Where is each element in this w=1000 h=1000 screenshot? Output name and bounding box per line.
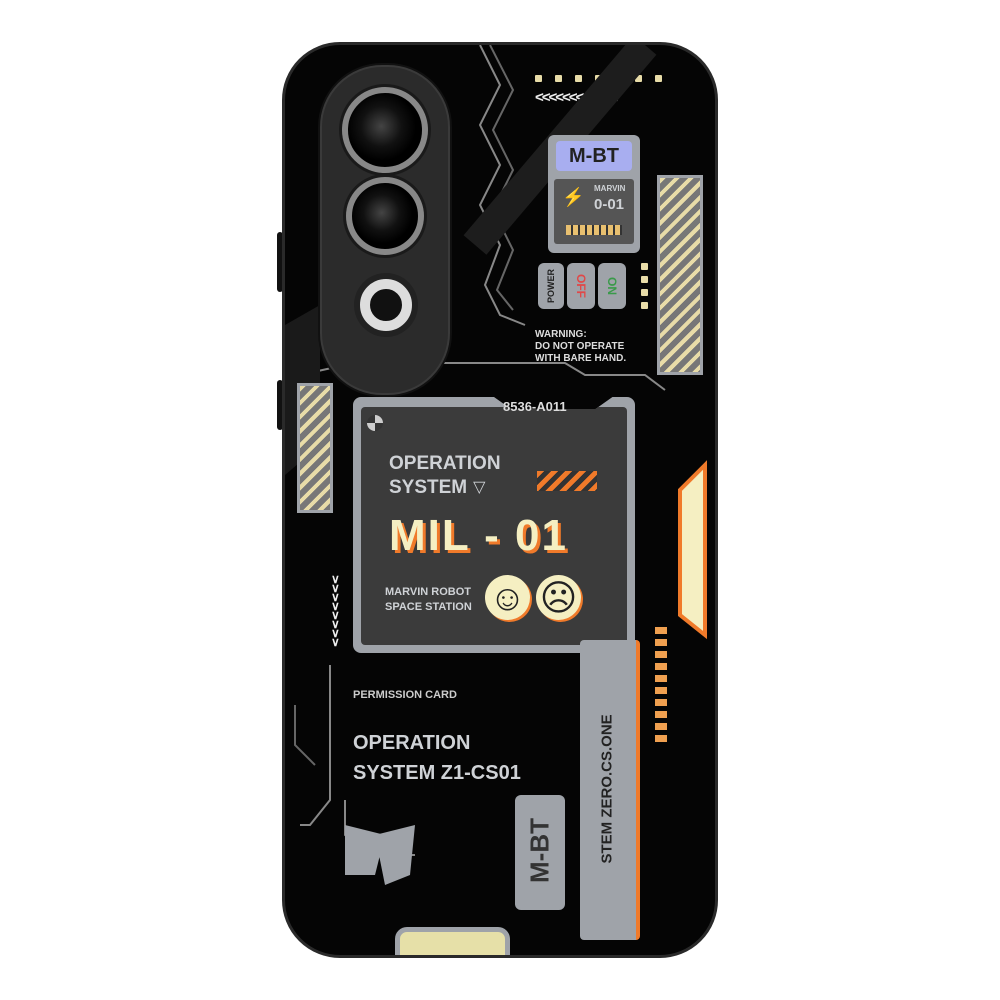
power-label-button[interactable]: POWER [538, 263, 564, 309]
card-contacts [566, 225, 622, 235]
panel-code: 8536-A011 [503, 399, 567, 414]
panel-station-line1: MARVIN ROBOT [385, 586, 471, 598]
permission-line2: SYSTEM Z1-CS01 [353, 762, 521, 784]
permission-label: PERMISSION CARD [353, 689, 457, 701]
panel-os-line1: OPERATION [389, 453, 501, 474]
on-switch[interactable]: ON [598, 263, 626, 309]
battery-card: M-BT ⚡ MARVIN 0-01 [548, 135, 640, 253]
triangle-logo-icon: ▽ [473, 479, 486, 496]
sad-face-icon: ☹ [536, 575, 581, 620]
permission-line1: OPERATION [353, 732, 471, 754]
lightning-shield-icon: ⚡ [562, 187, 585, 207]
side-button [277, 380, 283, 430]
camera-module [320, 65, 450, 395]
system-bar: STEM ZERO.CS.ONE [580, 640, 640, 940]
panel-station-line2: SPACE STATION [385, 601, 472, 613]
warning-text: WARNING: DO NOT OPERATE WITH BARE HAND. [535, 329, 627, 364]
card-model-line1: MARVIN [594, 184, 626, 193]
card-model-line2: 0-01 [594, 196, 625, 213]
hazard-stripes [657, 175, 703, 375]
panel-title: MIL - 01 [389, 511, 569, 560]
smiley-face-icon: ☺ [485, 575, 530, 620]
camera-lens-icon [342, 87, 428, 173]
camera-flash-icon [360, 279, 412, 331]
side-button [277, 232, 283, 292]
brand-bar: M-BT [515, 795, 565, 910]
brand-vertical-text: M-BT [524, 818, 555, 883]
hazard-stripes [297, 383, 333, 513]
camera-lens-icon [346, 177, 424, 255]
panel-os-line2: SYSTEM [389, 477, 468, 498]
chevron-down-strip: ∨∨∨∨∨∨∨∨ [331, 572, 340, 649]
system-vertical-text: STEM ZERO.CS.ONE [598, 714, 616, 864]
orange-stripes [537, 471, 597, 491]
card-brand: M-BT [556, 141, 632, 171]
off-switch[interactable]: OFF [567, 263, 595, 309]
radiation-icon [367, 415, 383, 431]
bottom-slot [395, 927, 510, 955]
